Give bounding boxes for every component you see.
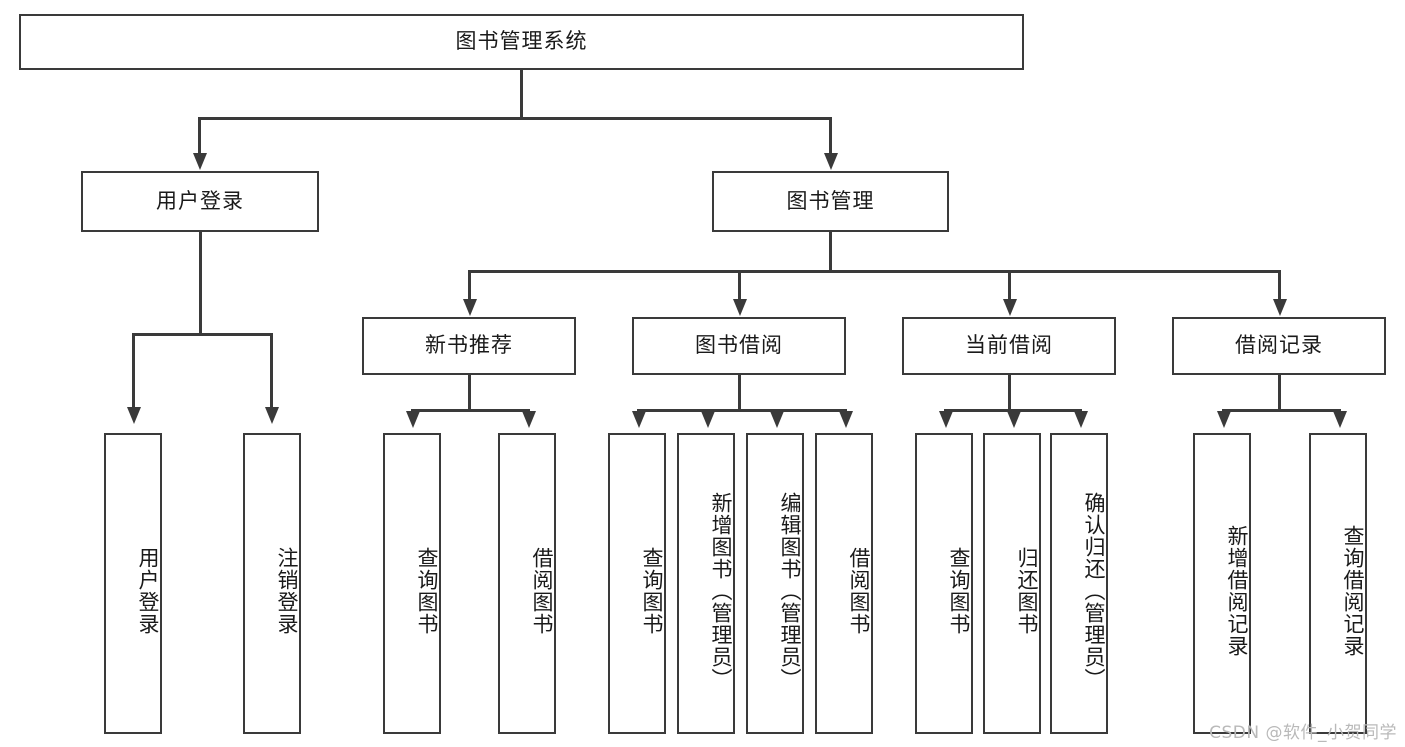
csdn-watermark: CSDN @软件_小贺同学	[1209, 723, 1397, 743]
node-label: 图书借阅	[695, 333, 783, 358]
arrowhead-borrow-record	[1272, 299, 1287, 316]
arrowhead-leaf-query-book-3	[938, 411, 953, 428]
edge-user-login-leaf-bus	[132, 333, 270, 336]
leaf-confirm-return-admin[interactable]: 确认归还（管理员）	[1050, 433, 1108, 734]
leaf-query-book-borrow[interactable]: 查询图书	[608, 433, 666, 734]
leaf-query-borrow-record[interactable]: 查询借阅记录	[1309, 433, 1367, 734]
arrowhead-leaf-edit-book	[769, 411, 784, 428]
edge-user-login-leaf-1	[132, 333, 135, 411]
leaf-query-book-current[interactable]: 查询图书	[915, 433, 973, 734]
arrowhead-leaf-return-book	[1006, 411, 1021, 428]
node-label: 编辑图书（管理员）	[778, 491, 802, 690]
leaf-add-book-admin[interactable]: 新增图书（管理员）	[677, 433, 735, 734]
edge-to-current-borrow	[1008, 270, 1011, 303]
arrowhead-leaf-confirm-return	[1073, 411, 1088, 428]
node-label: 查询图书	[947, 546, 971, 635]
node-book-management[interactable]: 图书管理	[712, 171, 949, 232]
edge-user-login-leaf-2	[270, 333, 273, 411]
node-label: 新书推荐	[425, 333, 513, 358]
edge-to-new-book-recommend	[468, 270, 471, 303]
edge-to-user-login	[198, 117, 201, 157]
leaf-user-login[interactable]: 用户登录	[104, 433, 162, 734]
node-new-book-recommend[interactable]: 新书推荐	[362, 317, 576, 375]
node-label: 新增图书（管理员）	[709, 491, 733, 690]
arrowhead-leaf-query-record	[1332, 411, 1347, 428]
arrowhead-leaf-logout	[264, 407, 279, 424]
arrowhead-leaf-user-login	[126, 407, 141, 424]
leaf-query-book-recommend[interactable]: 查询图书	[383, 433, 441, 734]
leaf-logout[interactable]: 注销登录	[243, 433, 301, 734]
arrowhead-user-login	[192, 153, 207, 170]
edge-current-borrow-bus	[944, 409, 1079, 412]
arrowhead-leaf-add-record	[1216, 411, 1231, 428]
arrowhead-leaf-borrow-book-1	[521, 411, 536, 428]
edge-user-login-stem	[199, 232, 202, 334]
node-label: 用户登录	[156, 188, 244, 213]
edge-new-book-recommend-stem	[468, 375, 471, 411]
node-current-borrow[interactable]: 当前借阅	[902, 317, 1116, 375]
edge-level3-bus	[468, 270, 1280, 273]
leaf-return-book[interactable]: 归还图书	[983, 433, 1041, 734]
edge-book-borrow-stem	[738, 375, 741, 411]
node-label: 用户登录	[136, 546, 160, 635]
node-borrow-record[interactable]: 借阅记录	[1172, 317, 1386, 375]
edge-borrow-record-bus	[1222, 409, 1338, 412]
edge-to-borrow-record	[1278, 270, 1281, 303]
arrowhead-new-book-recommend	[462, 299, 477, 316]
node-label: 新增借阅记录	[1225, 524, 1249, 657]
edge-to-book-borrow	[738, 270, 741, 303]
node-label: 当前借阅	[965, 333, 1053, 358]
leaf-borrow-book[interactable]: 借阅图书	[815, 433, 873, 734]
node-label: 查询图书	[640, 546, 664, 635]
node-label: 查询图书	[415, 546, 439, 635]
node-label: 图书管理系统	[455, 29, 588, 54]
node-label: 借阅图书	[847, 546, 871, 635]
edge-book-management-stem	[829, 232, 832, 271]
edge-current-borrow-stem	[1008, 375, 1011, 411]
edge-borrow-record-stem	[1278, 375, 1281, 411]
node-user-login[interactable]: 用户登录	[81, 171, 319, 232]
arrowhead-leaf-borrow-book-2	[838, 411, 853, 428]
edge-level2-bus	[198, 117, 832, 120]
edge-book-borrow-bus	[637, 409, 844, 412]
node-label: 借阅图书	[530, 546, 554, 635]
node-book-borrow[interactable]: 图书借阅	[632, 317, 846, 375]
node-label: 归还图书	[1015, 546, 1039, 635]
edge-to-book-management	[829, 117, 832, 157]
edge-new-book-recommend-bus	[411, 409, 527, 412]
node-label: 查询借阅记录	[1341, 524, 1365, 657]
node-label: 图书管理	[786, 188, 875, 213]
node-label: 借阅记录	[1235, 333, 1323, 358]
edge-root-stem	[520, 70, 523, 117]
arrowhead-book-borrow	[732, 299, 747, 316]
node-label: 确认归还（管理员）	[1082, 491, 1106, 690]
arrowhead-leaf-query-book-2	[631, 411, 646, 428]
node-root-book-management-system[interactable]: 图书管理系统	[19, 14, 1024, 70]
arrowhead-current-borrow	[1002, 299, 1017, 316]
arrowhead-leaf-add-book	[700, 411, 715, 428]
leaf-edit-book-admin[interactable]: 编辑图书（管理员）	[746, 433, 804, 734]
node-label: 注销登录	[275, 546, 299, 635]
arrowhead-book-management	[823, 153, 838, 170]
leaf-add-borrow-record[interactable]: 新增借阅记录	[1193, 433, 1251, 734]
arrowhead-leaf-query-book-1	[405, 411, 420, 428]
leaf-borrow-book-recommend[interactable]: 借阅图书	[498, 433, 556, 734]
